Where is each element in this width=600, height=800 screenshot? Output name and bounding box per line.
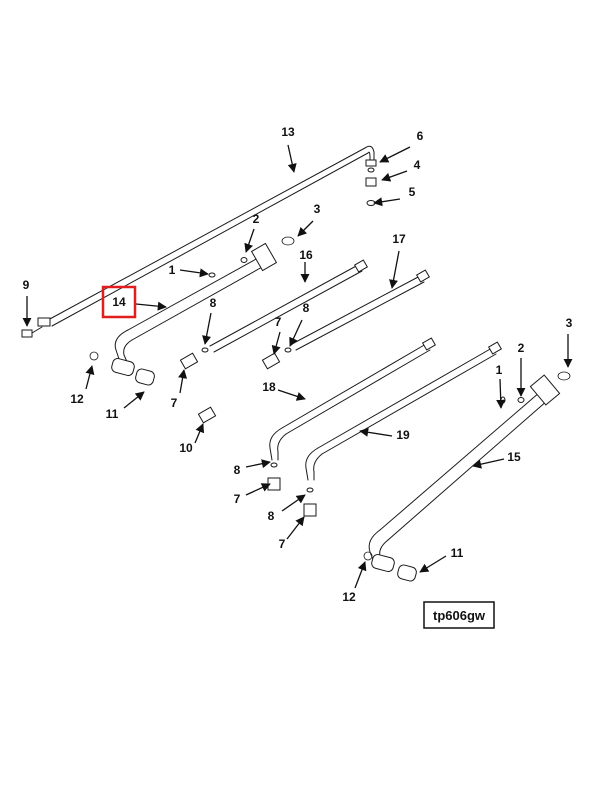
callout-8: 8 [268, 509, 275, 523]
callout-labels: 13 6 4 5 3 2 1 16 17 9 14 8 8 7 12 11 7 … [23, 125, 573, 604]
callout-18: 18 [262, 380, 276, 394]
callout-11: 11 [106, 407, 119, 421]
fitting-10 [197, 406, 217, 424]
callout-5: 5 [409, 185, 416, 199]
figure-id-box: tp606gw [423, 601, 495, 629]
figure-id: tp606gw [433, 608, 486, 623]
callout-12: 12 [70, 392, 84, 406]
callout-11: 11 [451, 546, 464, 560]
callout-12: 12 [342, 590, 356, 604]
highlight-box-14 [101, 285, 137, 319]
callout-15: 15 [507, 450, 521, 464]
callout-14: 14 [112, 295, 126, 309]
callout-2: 2 [518, 341, 525, 355]
tube-18 [267, 337, 437, 491]
callout-4: 4 [414, 158, 421, 172]
callout-3: 3 [566, 316, 573, 330]
callout-2: 2 [253, 212, 260, 226]
hose-14 [89, 236, 295, 386]
leader-arrows [22, 144, 573, 589]
tube-19 [303, 341, 503, 517]
hose-15 [363, 371, 571, 582]
callout-8: 8 [303, 301, 310, 315]
callout-7: 7 [279, 537, 286, 551]
callout-3: 3 [314, 202, 321, 216]
callout-16: 16 [299, 248, 313, 262]
tube-13 [21, 145, 377, 338]
callout-1: 1 [496, 363, 503, 377]
callout-9: 9 [23, 278, 30, 292]
callout-6: 6 [417, 129, 424, 143]
callout-1: 1 [169, 263, 176, 277]
tube-17 [261, 269, 431, 370]
callout-17: 17 [392, 232, 406, 246]
callout-7: 7 [171, 396, 178, 410]
tube-16 [179, 259, 369, 370]
callout-8: 8 [210, 296, 217, 310]
callout-13: 13 [281, 125, 295, 139]
callout-8: 8 [234, 463, 241, 477]
callout-7: 7 [234, 492, 241, 506]
callout-19: 19 [396, 428, 410, 442]
callout-10: 10 [179, 441, 193, 455]
callout-7: 7 [275, 315, 282, 329]
